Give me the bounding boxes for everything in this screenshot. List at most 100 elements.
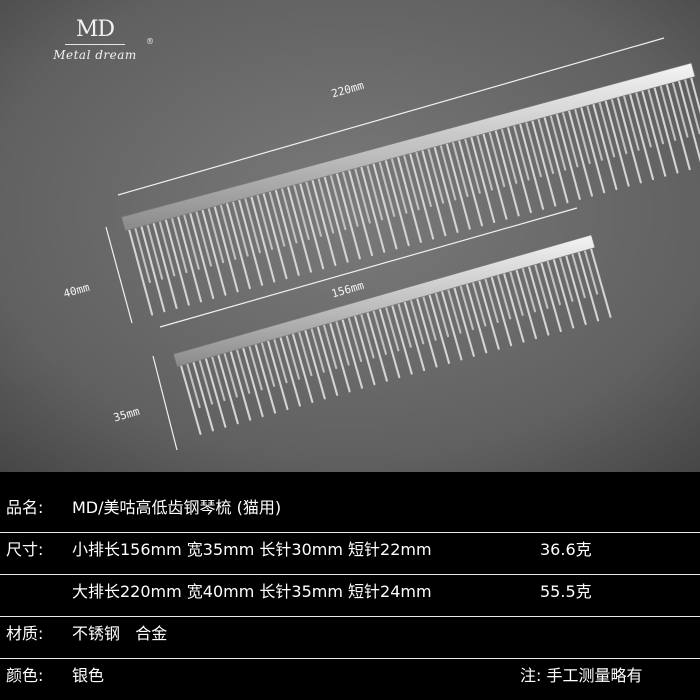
dimension-line-40 xyxy=(105,226,133,324)
comb-tooth xyxy=(540,104,569,204)
small-comb-weight: 36.6克 xyxy=(540,540,592,559)
brand-logo: MD ® Metal dream xyxy=(40,18,154,63)
comb-tooth xyxy=(375,297,401,379)
comb-tooth xyxy=(491,117,520,217)
large-comb-weight: 55.5克 xyxy=(540,582,592,601)
comb-tooth xyxy=(487,265,513,347)
comb-tooth xyxy=(198,197,227,296)
comb-tooth xyxy=(499,261,525,343)
comb-tooth xyxy=(189,350,214,432)
comb-tooth xyxy=(462,272,488,354)
small-comb xyxy=(173,234,612,435)
comb-tooth xyxy=(226,339,252,421)
comb-tooth xyxy=(363,300,388,382)
comb-tooth xyxy=(674,68,700,163)
comb-tooth xyxy=(589,91,618,191)
comb-tooth xyxy=(467,124,496,224)
comb-tooth xyxy=(574,240,600,322)
comb-tooth xyxy=(418,137,447,237)
color-value: 银色 xyxy=(72,666,105,685)
comb-tooth xyxy=(512,258,538,340)
large-comb-desc: 大排长220mm 宽40mm 长针35mm 短针24mm xyxy=(72,582,432,601)
color-label: 颜色: xyxy=(6,666,44,685)
spec-panel: 品名: MD/美咕高低齿钢琴梳 (猫用) 尺寸: 小排长156mm 宽35mm … xyxy=(0,472,700,700)
comb-tooth xyxy=(320,164,349,263)
comb-tooth xyxy=(338,307,364,389)
name-label: 品名: xyxy=(6,498,44,517)
large-comb xyxy=(121,62,700,316)
comb-tooth xyxy=(247,183,276,283)
product-photo: MD ® Metal dream 220mm 156mm 40mm 35mm xyxy=(0,0,700,472)
comb-tooth xyxy=(562,244,587,325)
comb-tooth xyxy=(201,346,227,428)
comb-tooth xyxy=(332,160,361,260)
comb-tooth xyxy=(662,71,691,171)
comb-tooth xyxy=(381,147,410,247)
comb-spine xyxy=(121,62,696,231)
comb-tooth xyxy=(515,111,545,210)
comb-tooth xyxy=(288,322,314,403)
comb-tooth xyxy=(149,210,178,309)
comb-tooth xyxy=(276,325,301,407)
comb-tooth xyxy=(173,203,203,303)
comb-tooth xyxy=(613,84,642,184)
comb-tooth xyxy=(442,131,471,230)
comb-tooth xyxy=(552,101,581,200)
comb-tooth xyxy=(450,275,475,357)
divider xyxy=(0,616,700,617)
size-label: 尺寸: xyxy=(6,540,44,559)
comb-tooth xyxy=(650,74,679,174)
comb-tooth xyxy=(308,167,337,267)
comb-tooth xyxy=(239,336,264,418)
comb-tooth xyxy=(283,173,312,273)
comb-illustration xyxy=(0,0,700,472)
comb-tooth xyxy=(549,247,575,329)
comb-tooth xyxy=(528,107,557,207)
comb-tooth xyxy=(405,140,435,240)
comb-tooth xyxy=(369,150,398,250)
comb-tooth xyxy=(686,64,700,115)
comb-tooth xyxy=(137,213,166,313)
logo-mark: MD ® xyxy=(65,18,154,46)
dimension-line-35 xyxy=(152,355,178,451)
comb-tooth xyxy=(537,251,562,333)
comb-tooth xyxy=(176,353,202,435)
comb-tooth xyxy=(454,127,484,227)
comb-tooth xyxy=(357,154,386,253)
comb-tooth xyxy=(576,94,606,194)
comb-tooth xyxy=(344,157,374,257)
comb-tooth xyxy=(430,134,459,233)
comb-tooth xyxy=(625,81,655,181)
spec-row-size-small: 尺寸: 小排长156mm 宽35mm 长针30mm 短针22mm 36.6克 xyxy=(0,530,700,570)
comb-tooth xyxy=(161,207,190,306)
comb-tooth xyxy=(586,236,612,318)
comb-tooth xyxy=(638,78,667,177)
comb-tooth xyxy=(251,332,277,414)
material-value: 不锈钢 合金 xyxy=(72,624,168,643)
comb-tooth xyxy=(263,329,289,411)
comb-tooth xyxy=(271,177,300,276)
comb-tooth xyxy=(222,190,251,290)
comb-tooth xyxy=(601,88,630,187)
comb-tooth xyxy=(400,290,426,372)
small-comb-desc: 小排长156mm 宽35mm 长针30mm 短针22mm xyxy=(72,540,432,559)
dimension-line-156 xyxy=(159,207,578,328)
spec-row-material: 材质: 不锈钢 合金 xyxy=(0,614,700,654)
comb-tooth xyxy=(564,97,593,197)
comb-tooth xyxy=(295,170,325,270)
comb-spine xyxy=(173,234,596,368)
comb-tooth xyxy=(214,343,239,425)
dimension-line-220 xyxy=(117,37,665,196)
comb-tooth xyxy=(301,318,326,400)
comb-tooth xyxy=(234,187,264,286)
divider xyxy=(0,574,700,575)
comb-tooth xyxy=(186,200,215,300)
comb-tooth xyxy=(524,254,550,336)
divider xyxy=(0,532,700,533)
comb-tooth xyxy=(475,268,500,350)
name-value: MD/美咕高低齿钢琴梳 (猫用) xyxy=(72,498,282,517)
comb-tooth xyxy=(210,193,239,293)
comb-tooth xyxy=(413,286,438,368)
spec-row-size-large: 大排长220mm 宽40mm 长针35mm 短针24mm 55.5克 xyxy=(0,572,700,612)
comb-tooth xyxy=(259,180,288,280)
